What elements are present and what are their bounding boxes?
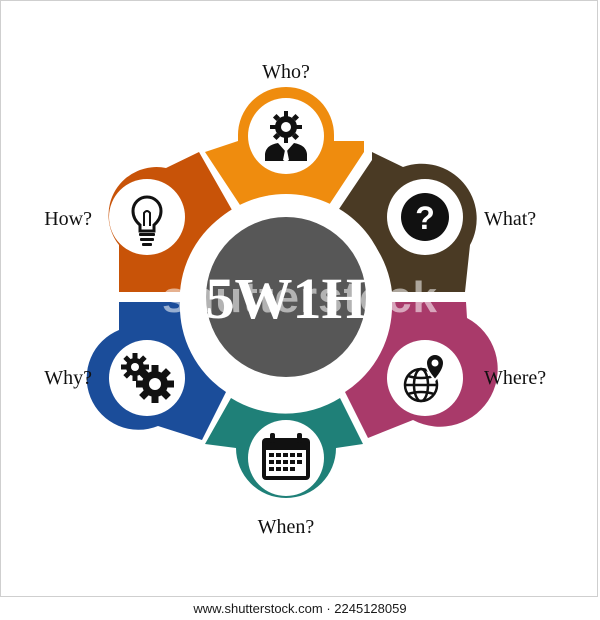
- lightbulb-icon: [131, 195, 163, 246]
- question-mark-icon: ?: [401, 193, 449, 241]
- label-what: What?: [484, 208, 536, 230]
- center-circle: [206, 217, 366, 377]
- label-when: When?: [258, 516, 315, 538]
- center-title: 5W1H: [205, 266, 366, 331]
- globe-location-pin-icon: [403, 352, 446, 403]
- watermark: shutterstock: [162, 273, 438, 322]
- calendar-icon: [262, 433, 310, 480]
- label-why: Why?: [44, 367, 92, 389]
- footer-stock-id: www.shutterstock.com · 2245128059: [0, 598, 600, 620]
- label-how: How?: [44, 208, 92, 230]
- label-who: Who?: [262, 61, 310, 83]
- gears-icon: [121, 353, 174, 403]
- svg-text:?: ?: [415, 200, 435, 236]
- label-where: Where?: [484, 367, 546, 389]
- 5w1h-diagram: 5W1H ?: [44, 61, 546, 538]
- businessman-gear-icon: [265, 111, 307, 162]
